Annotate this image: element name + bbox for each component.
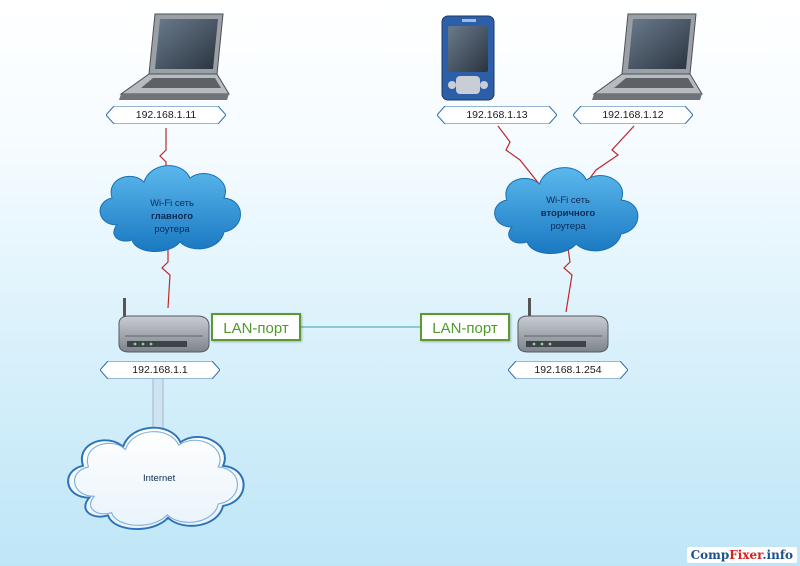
- internet-cable: [152, 377, 164, 431]
- cloud-secondary-caption: Wi-Fi сеть вторичного роутера: [518, 194, 618, 233]
- ip-router-secondary: 192.168.1.254: [534, 364, 602, 376]
- wireless-link-router-main: [161, 248, 171, 309]
- pda-icon: [441, 15, 495, 101]
- ip-label-laptop-right: 192.168.1.12: [573, 106, 693, 124]
- ip-router-main: 192.168.1.1: [132, 364, 188, 376]
- watermark-part3: .info: [762, 548, 793, 562]
- cloud-main-caption: Wi-Fi сеть главного роутера: [122, 197, 222, 236]
- ip-laptop-right: 192.168.1.12: [602, 109, 664, 121]
- cloud-secondary-line2: вторичного: [540, 208, 596, 219]
- ip-label-pda: 192.168.1.13: [437, 106, 557, 124]
- watermark-part2: Fixer: [729, 548, 763, 562]
- watermark-part1: Comp: [690, 548, 730, 562]
- ip-label-router-secondary: 192.168.1.254: [508, 361, 628, 379]
- ip-label-laptop-left: 192.168.1.11: [106, 106, 226, 124]
- watermark: CompFixer.info: [686, 547, 797, 563]
- cloud-main-line3: роутера: [154, 224, 190, 235]
- internet-label: Internet: [143, 473, 176, 484]
- lan-port-label-main: LAN-порт: [211, 313, 301, 341]
- laptop-right-icon: [592, 13, 703, 100]
- ip-laptop-left: 192.168.1.11: [135, 109, 197, 121]
- cloud-main-line2: главного: [150, 211, 194, 222]
- wireless-link-laptop-right: [589, 125, 635, 179]
- cloud-secondary-line1: Wi-Fi сеть: [546, 195, 590, 206]
- lan-port-label-secondary: LAN-порт: [420, 313, 510, 341]
- cloud-secondary-line3: роутера: [550, 221, 586, 232]
- cloud-main-line1: Wi-Fi сеть: [150, 198, 194, 209]
- router-main-icon: [118, 298, 210, 353]
- ip-label-router-main: 192.168.1.1: [100, 361, 220, 379]
- router-secondary-icon: [517, 298, 609, 353]
- wireless-link-router-secondary: [563, 247, 573, 313]
- wireless-link-pda: [497, 125, 541, 186]
- laptop-left-icon: [119, 13, 230, 100]
- ip-pda: 192.168.1.13: [466, 109, 528, 121]
